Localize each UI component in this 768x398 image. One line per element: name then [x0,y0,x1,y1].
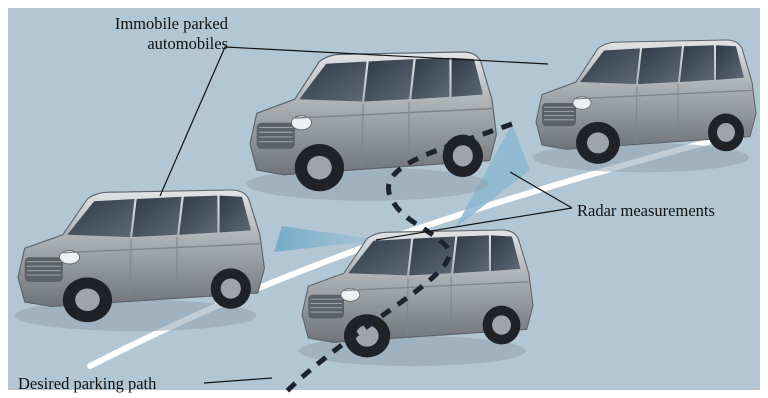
radar-measurements-label: Radar measurements [577,201,715,221]
immobile-label-line2: automobiles [36,34,228,54]
immobile-parked-automobiles-label: Immobile parked automobiles [36,14,228,54]
desired-parking-path-label: Desired parking path [18,374,156,394]
immobile-label-line1: Immobile parked [36,14,228,34]
